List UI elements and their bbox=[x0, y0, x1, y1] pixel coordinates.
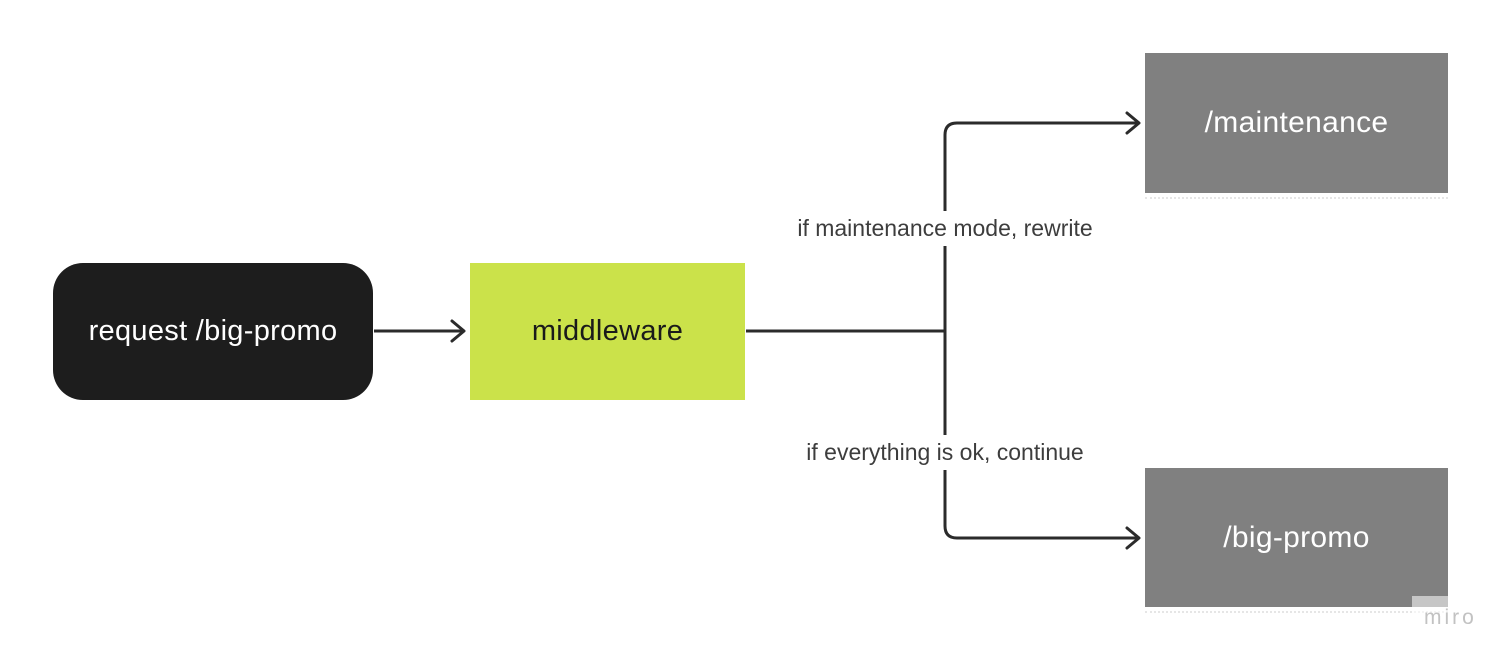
node-maintenance-label: /maintenance bbox=[1204, 106, 1389, 139]
node-request-label: request /big-promo bbox=[88, 315, 338, 347]
bigpromo-box-dotted-edge bbox=[1145, 611, 1448, 613]
node-big-promo-label: /big-promo bbox=[1223, 520, 1370, 554]
node-request-big-promo: request /big-promo bbox=[53, 263, 373, 400]
edge-label-maintenance-branch: if maintenance mode, rewrite bbox=[787, 211, 1103, 246]
edge-label-continue-branch: if everything is ok, continue bbox=[796, 435, 1094, 470]
watermark-backdrop bbox=[1412, 596, 1506, 640]
node-big-promo: /big-promo bbox=[1145, 468, 1448, 607]
node-middleware-label: middleware bbox=[531, 315, 684, 347]
miro-watermark: miro bbox=[1424, 606, 1477, 629]
node-middleware: middleware bbox=[470, 263, 745, 400]
maintenance-box-dotted-edge bbox=[1145, 197, 1448, 199]
node-maintenance: /maintenance bbox=[1145, 53, 1448, 193]
